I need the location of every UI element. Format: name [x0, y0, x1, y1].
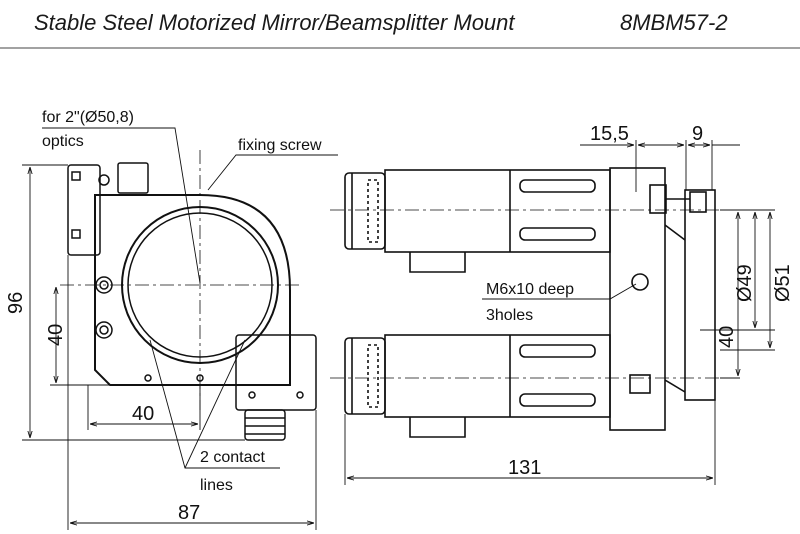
optics-leader: [42, 127, 201, 284]
side-optic-holder: [684, 189, 716, 401]
model-number: 8MBM57-2: [620, 10, 728, 35]
side-fixing-screw: [649, 184, 667, 214]
front-centerlines: [60, 150, 300, 410]
front-pin-hole: [144, 374, 152, 382]
dim-label-40-horizontal: 40: [132, 403, 154, 425]
side-labels: 15,5 9 M6x10 deep 3holes Ø49 Ø51 40 131: [486, 123, 794, 479]
front-adjuster-detail: [71, 229, 81, 239]
contact-lines-label-line1: 2 contact: [200, 449, 265, 466]
front-dimensions: [22, 127, 338, 530]
side-dimensions: [344, 140, 775, 485]
hole-leader: [482, 283, 637, 300]
hole-label-line2: 3holes: [486, 307, 533, 324]
front-view: [67, 162, 317, 441]
side-bottom-slot: [519, 344, 596, 358]
front-screw: [98, 174, 110, 186]
product-title: Stable Steel Motorized Mirror/Beamsplitt…: [34, 10, 515, 35]
front-adjuster-housing: [67, 164, 101, 256]
front-mount-hole-center: [99, 280, 109, 290]
contact-lines-leader: [184, 339, 246, 469]
dim-label-40-vertical: 40: [45, 324, 67, 346]
side-top-knob: [344, 172, 386, 250]
side-mount-plate: [609, 167, 666, 431]
contact-lines-label-line2: lines: [200, 477, 233, 494]
front-mount-hole: [95, 321, 113, 339]
side-bottom-motor: [384, 334, 611, 418]
front-mount-hole-center: [99, 325, 109, 335]
side-centerlines: [330, 209, 720, 379]
front-motor-block: [117, 162, 149, 194]
front-labels: for 2"(Ø50,8) optics fixing screw 2 cont…: [5, 109, 322, 524]
side-knob-scale: [367, 179, 379, 243]
dim-label-d51: Ø51: [772, 264, 794, 302]
dim-label-9: 9: [692, 123, 703, 145]
side-view: [344, 167, 716, 438]
dim-label-40-side: 40: [716, 326, 738, 348]
hole-label-line1: M6x10 deep: [486, 281, 574, 298]
header: Stable Steel Motorized Mirror/Beamsplitt…: [0, 0, 800, 50]
side-bottom-knob: [344, 337, 386, 415]
side-optic-link: [664, 379, 686, 393]
side-thread-block: [629, 374, 651, 394]
dim-label-d49: Ø49: [734, 264, 756, 302]
side-bottom-slot: [519, 393, 596, 407]
dim-label-87: 87: [178, 502, 200, 524]
fixing-screw-leader: [207, 154, 338, 191]
side-top-bracket: [409, 252, 466, 273]
front-bottom-knob: [244, 409, 286, 441]
dim-label-15-5: 15,5: [590, 123, 629, 145]
front-pin-hole: [248, 391, 256, 399]
fixing-screw-label: fixing screw: [238, 137, 322, 154]
front-pin-hole: [296, 391, 304, 399]
side-top-slot: [519, 179, 596, 193]
dim-label-131: 131: [508, 457, 541, 479]
optics-label-line1: for 2"(Ø50,8): [42, 109, 134, 126]
dim-label-96: 96: [5, 292, 27, 314]
front-adjuster-detail: [71, 171, 81, 181]
side-optic-clamp: [689, 191, 707, 213]
front-main-body: [94, 194, 291, 386]
side-knob-scale: [367, 344, 379, 408]
side-top-slot: [519, 227, 596, 241]
side-thread-hole: [631, 273, 649, 291]
side-optic-link: [664, 224, 686, 241]
optics-label-line2: optics: [42, 133, 84, 150]
side-bottom-bracket: [409, 417, 466, 438]
